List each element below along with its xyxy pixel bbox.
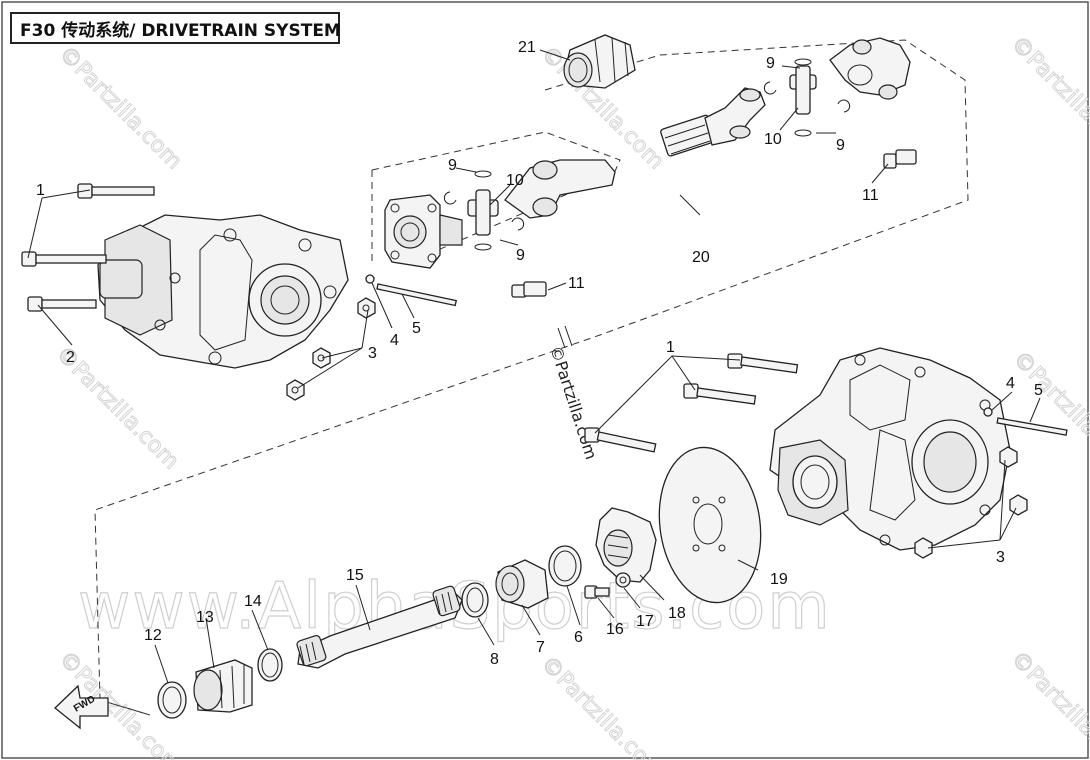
callout-2: 2 [66, 349, 75, 366]
long-bolts-front [21, 183, 155, 312]
callout-5-rear: 5 [1034, 382, 1043, 399]
rear-differential-housing [769, 347, 1011, 551]
callout-14: 14 [244, 593, 262, 610]
front-nuts-studs [286, 274, 458, 401]
callout-5-front: 5 [412, 320, 421, 337]
bolt-rear-1 [727, 353, 799, 374]
callout-6: 6 [574, 629, 583, 646]
boot-13 [193, 659, 253, 713]
rear-shaft-yoke-20 [660, 37, 911, 157]
callout-9-d: 9 [836, 137, 845, 154]
callout-21: 21 [518, 39, 536, 56]
callout-7: 7 [536, 639, 545, 656]
callout-1-front: 1 [36, 182, 45, 199]
bolt-1-lower [21, 251, 107, 267]
watermark-top-left: ©Partzilla.com [54, 42, 187, 175]
brake-disc-19 [658, 446, 762, 604]
long-bolts-rear [584, 353, 799, 453]
bolt-1-upper [77, 183, 155, 199]
callout-4-front: 4 [390, 332, 399, 349]
watermark-bottom-center: ©Partzilla.com [536, 652, 669, 760]
seal-6 [548, 545, 582, 587]
bolt-2 [27, 296, 97, 312]
bolt-rear-3 [584, 427, 657, 453]
callout-8: 8 [490, 651, 499, 668]
circlip-14 [257, 648, 283, 682]
callout-9-c: 9 [766, 55, 775, 72]
callout-20: 20 [692, 249, 710, 266]
leader-lines [27, 49, 1041, 684]
callout-12: 12 [144, 627, 162, 644]
callout-15: 15 [346, 567, 364, 584]
callout-10-a: 10 [506, 172, 524, 189]
axle-shaft-15 [296, 585, 463, 669]
callout-4-rear: 4 [1006, 375, 1015, 392]
callout-10-b: 10 [764, 131, 782, 148]
bolt-16-nut-17 [584, 572, 631, 599]
bearing-7 [495, 559, 549, 609]
callout-labels: 1 2 3 4 5 9 10 9 11 21 9 10 9 11 20 1 4 … [36, 39, 1043, 668]
watermark-center: ©Partzilla.com [546, 343, 601, 461]
front-u-joint-assembly [384, 159, 616, 269]
callout-11-a: 11 [568, 275, 585, 292]
watermark-mid-right: ©Partzilla.com [1008, 347, 1090, 480]
watermark-bottom-right: ©Partzilla.com [1006, 647, 1090, 760]
callout-16: 16 [606, 621, 624, 638]
callout-3-front: 3 [368, 345, 377, 362]
bolt-11-upper [883, 149, 917, 169]
front-differential-housing [97, 214, 349, 369]
boot-21 [563, 34, 636, 89]
callout-11-b: 11 [862, 187, 879, 204]
ring-12 [157, 681, 187, 719]
callout-9-b: 9 [516, 247, 525, 264]
callout-3-rear: 3 [996, 549, 1005, 566]
callout-18: 18 [668, 605, 686, 622]
callout-19: 19 [770, 571, 788, 588]
fwd-arrow: FWD [54, 684, 109, 730]
break-marks [557, 325, 573, 349]
bolt-11-lower [511, 281, 547, 298]
rear-nuts-studs [914, 407, 1068, 559]
watermark-top-right: ©Partzilla.com [1006, 32, 1090, 165]
callout-17: 17 [636, 613, 654, 630]
callout-13: 13 [196, 609, 214, 626]
ring-8 [461, 582, 489, 618]
hub-flange-18 [595, 507, 657, 583]
callout-9-a: 9 [448, 157, 457, 174]
callout-1-rear: 1 [666, 339, 675, 356]
diagram-title: F30 传动系统/ DRIVETRAIN SYSTEM [10, 12, 341, 44]
bolt-rear-2 [683, 383, 757, 405]
